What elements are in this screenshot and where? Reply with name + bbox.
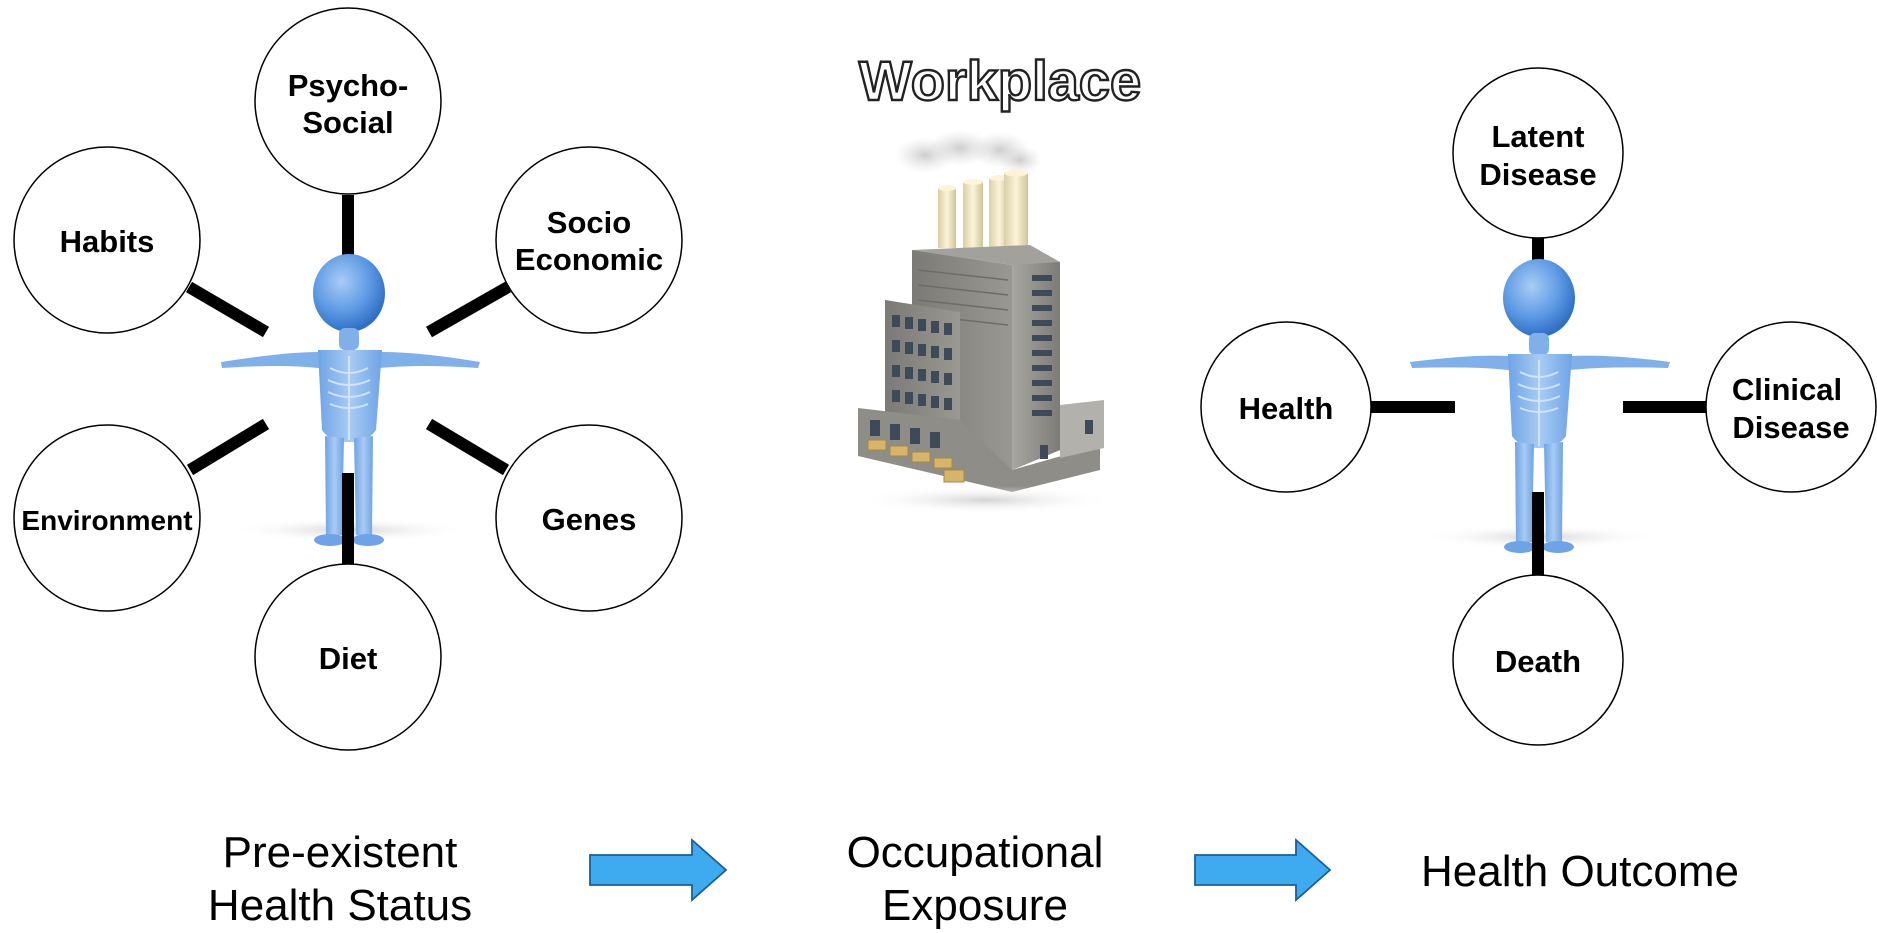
factory-building-icon: [855, 130, 1115, 514]
factor-bubble-genes: Genes: [495, 424, 683, 612]
connector-socio-economic: [426, 281, 511, 338]
outcome-label-latent-disease-line2: Disease: [1479, 157, 1596, 192]
outcome-label-death: Death: [1495, 644, 1581, 679]
factor-label-environment: Environment: [21, 505, 192, 536]
person-figure-right-icon: [1410, 259, 1670, 553]
caption-pre-existent-line1: Pre-existent: [222, 828, 458, 877]
outcome-label-health: Health: [1239, 391, 1334, 426]
caption-health-outcome-text: Health Outcome: [1421, 847, 1739, 896]
factor-label-habits: Habits: [60, 224, 155, 259]
outcome-label-latent-disease-line1: Latent: [1492, 119, 1585, 154]
factor-label-socio-economic-line2: Economic: [515, 242, 663, 277]
outcome-bubble-health: Health: [1200, 321, 1372, 493]
caption-occupational-line2: Exposure: [882, 881, 1068, 930]
caption-occupational-line1: Occupational: [846, 828, 1104, 877]
caption-health-outcome: Health Outcome: [1395, 845, 1765, 898]
flow-arrow-2-icon: [1194, 838, 1332, 902]
outcome-label-clinical-disease-line2: Disease: [1732, 410, 1849, 445]
factor-bubble-habits: Habits: [13, 146, 201, 334]
factor-bubble-diet: Diet: [254, 563, 442, 751]
caption-pre-existent-line2: Health Status: [207, 881, 473, 930]
workplace-title: Workplace: [859, 49, 1141, 112]
flow-arrow-1-icon: [589, 838, 728, 902]
person-figure-left-icon: [221, 254, 480, 546]
connector-environment: [186, 418, 270, 476]
factor-label-diet: Diet: [319, 641, 378, 676]
connector-habits: [185, 281, 270, 338]
outcome-label-clinical-disease-line1: Clinical: [1732, 372, 1842, 407]
health-outcome-group: Latent Disease Health Clinical Disease D…: [1200, 67, 1877, 746]
outcome-bubble-clinical-disease: Clinical Disease: [1705, 321, 1877, 493]
factor-label-psycho-social-line2: Social: [302, 105, 393, 140]
factor-label-genes: Genes: [542, 502, 637, 537]
factor-bubble-environment: Environment: [13, 424, 201, 612]
caption-occupational-exposure: Occupational Exposure: [825, 826, 1125, 932]
pre-existent-health-status-group: Psycho- Social Habits Socio Economic Env…: [13, 7, 683, 751]
factor-bubble-socio-economic: Socio Economic: [495, 146, 683, 334]
factor-label-psycho-social-line1: Psycho-: [288, 68, 409, 103]
caption-pre-existent-health-status: Pre-existent Health Status: [190, 826, 490, 932]
right-connectors: [1369, 238, 1708, 413]
outcome-bubble-death: Death: [1452, 574, 1624, 746]
factor-label-socio-economic-line1: Socio: [547, 205, 631, 240]
factor-bubble-psycho-social: Psycho- Social: [254, 7, 442, 195]
outcome-bubble-latent-disease: Latent Disease: [1452, 67, 1624, 239]
workplace-group: Workplace: [855, 48, 1142, 514]
connector-genes: [425, 418, 510, 476]
